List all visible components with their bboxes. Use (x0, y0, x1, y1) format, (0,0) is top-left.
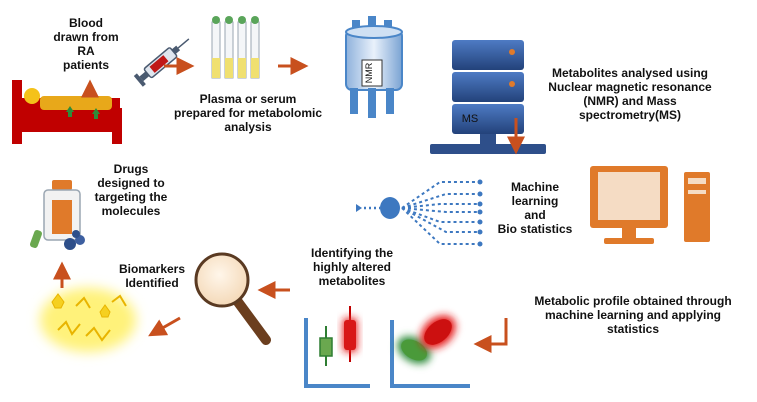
label-plasma-serum: Plasma or serum prepared for metabolomic… (173, 92, 323, 134)
mass-spectrometer-icon: MS (430, 40, 546, 154)
test-tubes-icon (211, 16, 260, 79)
network-connection-line (401, 207, 478, 213)
network-node (477, 241, 483, 247)
box-plot-icon (304, 306, 370, 388)
label-metabolites-analysed: Metabolites analysed using Nuclear magne… (548, 66, 712, 122)
nmr-label: NMR (364, 62, 374, 83)
network-node (477, 179, 483, 185)
flow-arrows (53, 57, 525, 353)
network-node (477, 201, 483, 207)
label-metabolic-profile: Metabolic profile obtained through machi… (534, 294, 732, 336)
biomarker-molecules-icon (40, 288, 136, 352)
neural-network-icon (356, 179, 483, 247)
label-biomarkers-identified: Biomarkers Identified (118, 262, 186, 290)
drug-bottle-icon (30, 180, 85, 250)
network-node (477, 191, 483, 197)
label-machine-learning: Machine learning and Bio statistics (497, 180, 573, 236)
computer-icon (590, 166, 710, 244)
label-blood-drawn: Blood drawn from RA patients (53, 16, 119, 72)
ms-label: MS (462, 113, 479, 125)
magnifying-glass-icon (194, 252, 271, 345)
nmr-machine-icon: NMR (345, 16, 403, 118)
label-drugs-designed: Drugs designed to targeting the molecule… (94, 162, 168, 218)
patient-bed-icon (12, 80, 122, 144)
network-connection-line (401, 203, 478, 209)
scatter-cluster-plot-icon (390, 315, 470, 388)
network-connection-line (401, 207, 478, 223)
network-node (477, 219, 483, 225)
network-connection-line (401, 193, 478, 209)
label-identifying-metabolites: Identifying the highly altered metabolit… (311, 246, 393, 288)
syringe-icon (133, 38, 190, 87)
network-node (477, 229, 483, 235)
network-node (477, 209, 483, 215)
network-connection-line (401, 207, 478, 233)
